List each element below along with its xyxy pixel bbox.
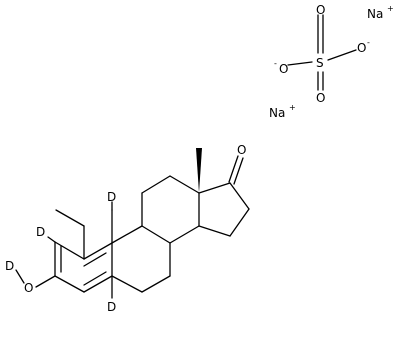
d2-bond (47, 236, 56, 243)
sulfate-bonds (287, 14, 357, 91)
sodium-ions: Na + Na + (269, 4, 393, 120)
hydroxyl-bond (35, 275, 56, 288)
hydroxyl-oxygen: O (24, 281, 33, 295)
ketone-bond-b (233, 157, 244, 185)
ring-b-bond (141, 225, 171, 244)
oxygen-right: O (357, 41, 366, 55)
ring-d-bond (198, 182, 231, 194)
ketone-oxygen: O (237, 143, 246, 157)
o-d-bond (15, 269, 25, 284)
oxygen-right-charge: - (367, 38, 370, 47)
sodium-ion-top: Na (367, 7, 383, 21)
deuterium-2: D (36, 225, 45, 239)
ring-b-bond (111, 225, 143, 244)
deuterium-1: D (107, 190, 116, 204)
ring-a-bond (83, 242, 113, 260)
ring-d-bond (229, 182, 250, 210)
oxygen-top: O (316, 3, 325, 17)
ring-c-bond (169, 225, 200, 244)
hydroxyl-deuterium: D (5, 259, 14, 273)
s-o-right-bond (327, 49, 357, 61)
oxygen-left: O (279, 62, 288, 76)
oxygen-bottom: O (316, 91, 325, 105)
steroid-bonds (15, 148, 250, 299)
sodium-charge-top: + (387, 4, 393, 13)
ring-c-bond (141, 175, 171, 194)
ring-c-bond (169, 175, 200, 194)
methyl-wedge (196, 148, 202, 193)
steroid-atoms: O D D D O D (5, 143, 246, 314)
deuterium-4: D (107, 300, 116, 314)
ring-a-bond (54, 275, 85, 293)
ring-a-bond (54, 241, 85, 260)
ring-b-bond (55, 209, 85, 227)
ring-d-bond (229, 208, 250, 237)
sodium-charge-middle: + (289, 103, 296, 112)
oxygen-left-charge: - (274, 59, 277, 68)
s-o-left-bond (287, 61, 313, 66)
sodium-ion-middle: Na (269, 106, 285, 120)
aromatic-inner-bond (83, 271, 107, 286)
ring-b-bond (141, 275, 171, 293)
sulfate-atoms: S O O O - O - (274, 3, 370, 105)
ring-b-bond (111, 275, 143, 293)
ketone-bond-a (228, 155, 239, 183)
ring-d-bond (198, 225, 231, 237)
sulfur-atom: S (316, 56, 324, 70)
aromatic-inner-bond (83, 252, 107, 267)
ring-a-bond (83, 275, 113, 293)
